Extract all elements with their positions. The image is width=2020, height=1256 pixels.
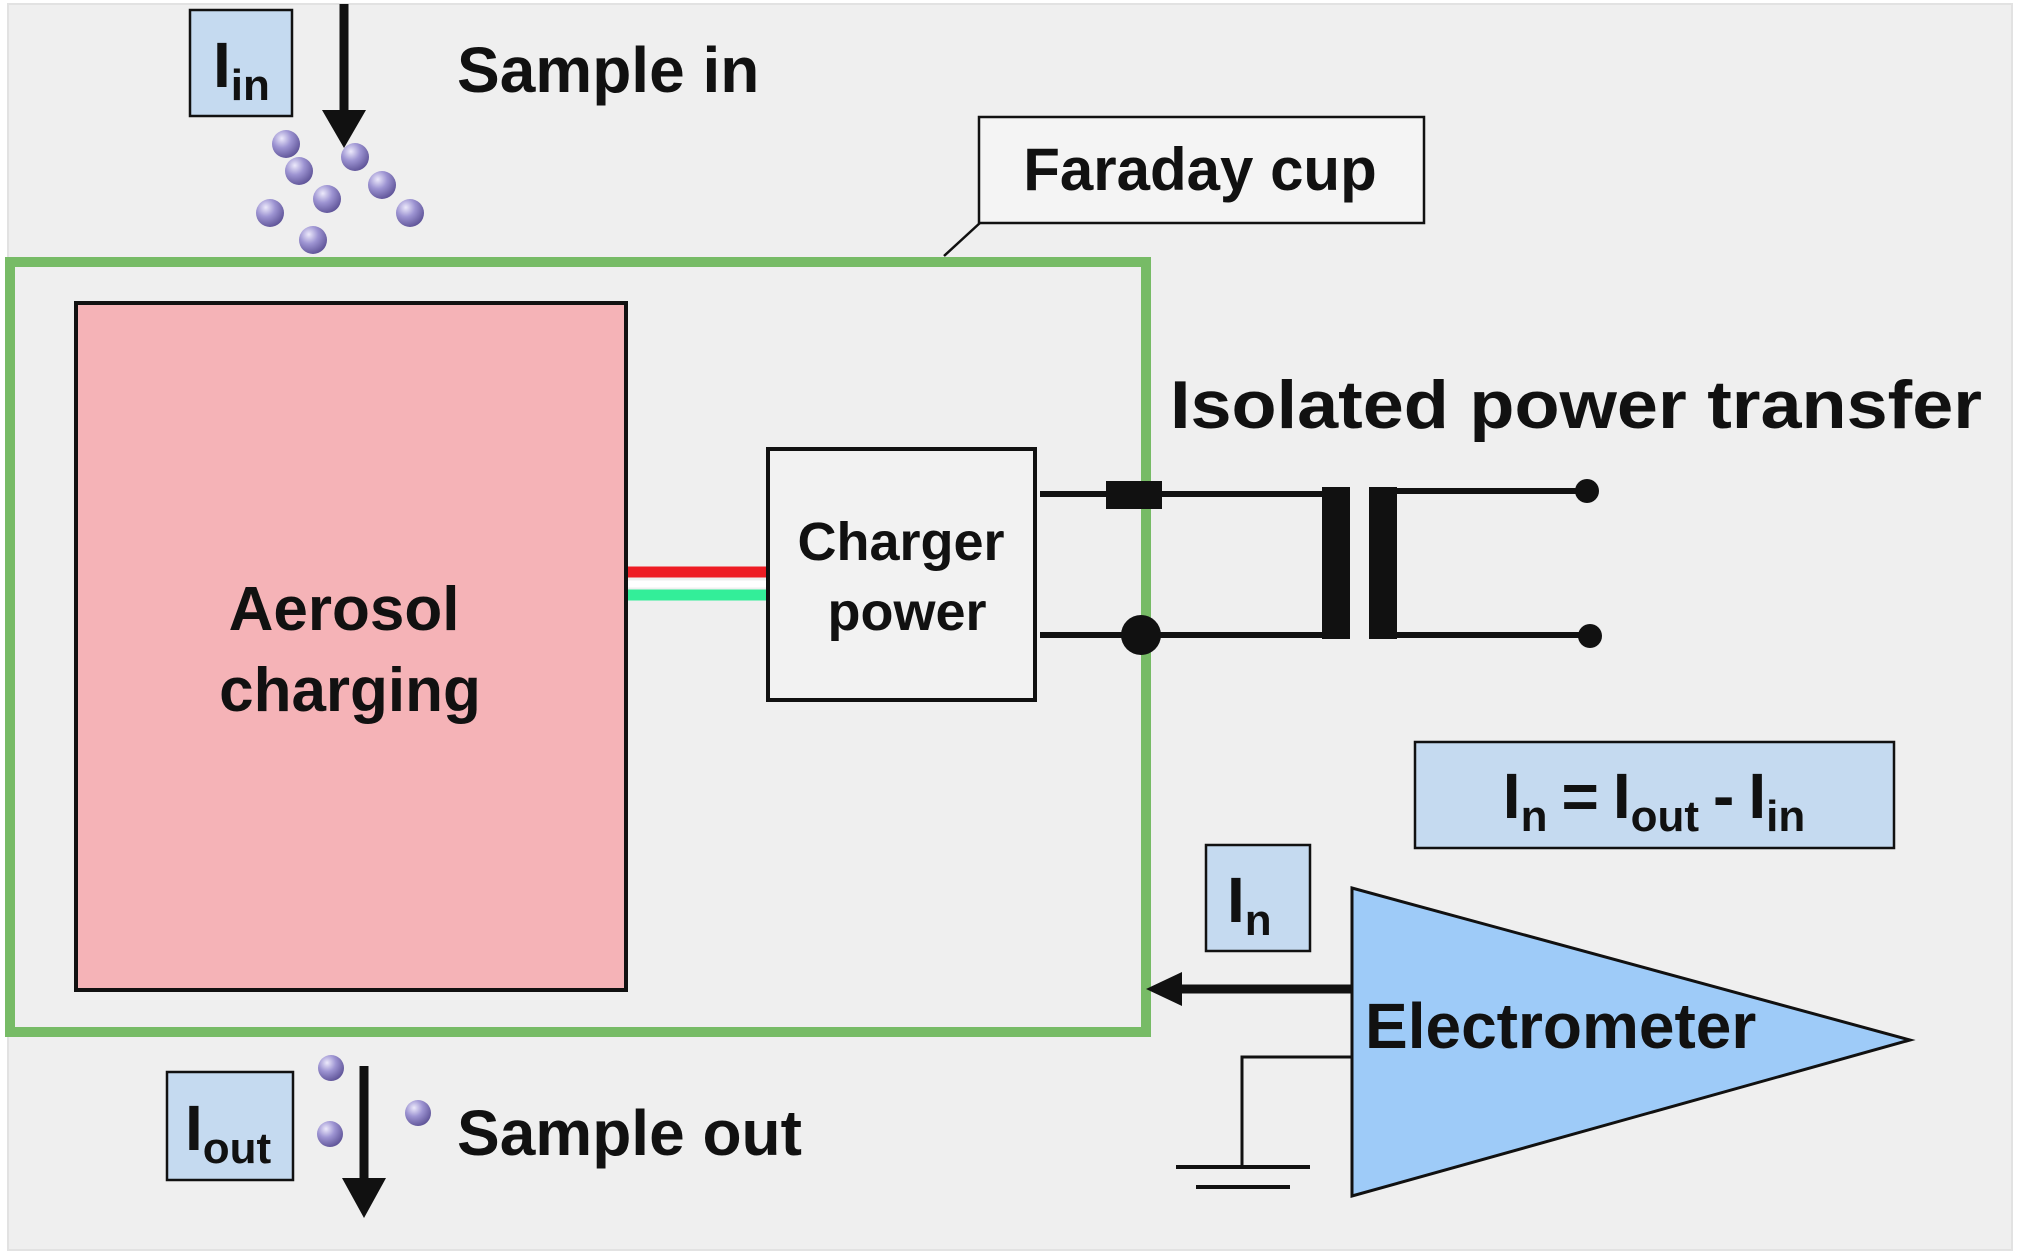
aerosol-charging-block — [74, 301, 628, 992]
equation-in-subscript: in — [1766, 792, 1805, 841]
equation-lhs-symbol: I — [1503, 760, 1521, 832]
transformer-left-core — [1322, 487, 1350, 639]
transformer-right-core — [1369, 487, 1397, 639]
particle — [256, 199, 284, 227]
equation-minus-sign: - — [1713, 760, 1734, 832]
current-n-symbol: I — [1227, 864, 1245, 936]
electrometer-label: Electrometer — [1365, 990, 1756, 1062]
sample-out-label: Sample out — [457, 1097, 802, 1169]
current-equation: In=Iout-Iin — [1503, 760, 1805, 841]
current-n-label: In — [1227, 864, 1272, 945]
equation-equals-sign: = — [1561, 760, 1598, 832]
faraday-cup-label-box — [977, 115, 1426, 225]
current-out-label: Iout — [185, 1092, 272, 1173]
particle — [317, 1121, 343, 1147]
particle — [396, 199, 424, 227]
current-out-subscript: out — [203, 1124, 272, 1173]
outgoing-particles — [317, 1055, 431, 1147]
electrometer-input-arrow-head — [1146, 972, 1182, 1006]
particle — [341, 143, 369, 171]
terminal-bottom — [1578, 624, 1602, 648]
particle — [299, 226, 327, 254]
sample-out-arrow-head — [342, 1178, 386, 1218]
equation-out-symbol: I — [1613, 760, 1631, 832]
charger-power-label-line2: power — [827, 582, 986, 642]
faraday-cup-label: Faraday cup — [1023, 136, 1376, 203]
faraday-cup-leader-line — [943, 221, 982, 257]
electrometer-amplifier — [1350, 886, 1916, 1198]
current-equation-box — [1413, 740, 1896, 850]
ground-wire — [1240, 1055, 1352, 1165]
particle — [318, 1055, 344, 1081]
equation-out-subscript: out — [1631, 792, 1700, 841]
aerosol-charging-label-line1: Aerosol — [229, 575, 460, 644]
current-in-label: Iin — [213, 29, 270, 110]
ground-connection-node — [1121, 615, 1161, 655]
current-n-box — [1204, 843, 1312, 953]
feedthrough-block — [1106, 481, 1162, 509]
current-out-box — [165, 1070, 295, 1182]
current-in-symbol: I — [213, 29, 231, 101]
equation-in-symbol: I — [1748, 760, 1766, 832]
sample-in-label: Sample in — [457, 34, 759, 106]
particle — [313, 185, 341, 213]
particle — [285, 157, 313, 185]
current-in-subscript: in — [231, 61, 270, 110]
current-out-symbol: I — [185, 1092, 203, 1164]
sample-in-arrow-head — [322, 110, 366, 148]
current-in-box — [188, 8, 294, 118]
particle — [405, 1100, 431, 1126]
charger-power-block — [766, 447, 1037, 702]
equation-lhs-subscript: n — [1521, 792, 1548, 841]
incoming-particles — [256, 130, 424, 254]
current-n-subscript: n — [1245, 896, 1272, 945]
terminal-top — [1575, 479, 1599, 503]
particle — [368, 171, 396, 199]
aerosol-charging-label-line2: charging — [219, 656, 481, 725]
isolated-power-transfer-label: Isolated power transfer — [1170, 367, 1982, 443]
particle — [272, 130, 300, 158]
charger-power-label-line1: Charger — [797, 512, 1004, 572]
